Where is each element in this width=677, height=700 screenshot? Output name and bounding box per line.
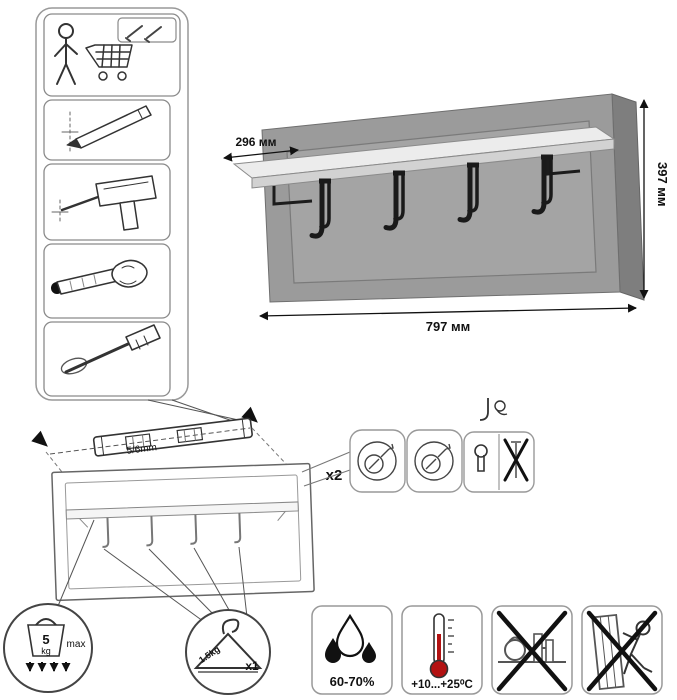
coat-hook-icon xyxy=(457,162,479,223)
mount-arrow-right-icon xyxy=(241,406,258,423)
thermometer-icon xyxy=(429,613,454,679)
hanger-hook xyxy=(221,618,240,635)
hanger-limit-icon: 1.5kg x1 xyxy=(185,609,271,695)
water-drops-icon xyxy=(325,613,376,663)
temperature-limit: +10...+25⁰C xyxy=(401,605,483,695)
product-render xyxy=(232,93,645,303)
cam-fastener-icon xyxy=(357,441,397,481)
tools-panel xyxy=(35,7,189,401)
coat-hook-icon xyxy=(531,154,553,215)
rack-front-view xyxy=(51,462,315,602)
pencil-icon xyxy=(66,105,152,149)
step-fix xyxy=(43,321,171,397)
humidity-label: 60-70% xyxy=(330,674,375,689)
hanger-count-label: x1 xyxy=(245,659,259,673)
load-arrows xyxy=(25,662,71,672)
step-drill xyxy=(43,163,171,241)
screwdriver-icon xyxy=(60,324,161,375)
weights-icon xyxy=(498,633,566,663)
step-purchase xyxy=(43,13,181,97)
cross-out-icon xyxy=(496,610,568,692)
drill-icon xyxy=(60,175,157,231)
max-weight-value: 5 xyxy=(42,632,49,647)
temperature-label: +10...+25⁰C xyxy=(411,678,473,691)
max-label: max xyxy=(67,639,86,650)
spirit-level-icon xyxy=(92,417,253,457)
rail-bracket-right xyxy=(546,156,581,176)
weight-block xyxy=(27,624,65,657)
hanger-icon xyxy=(193,632,263,669)
shelf-front xyxy=(251,138,615,189)
height-label: 397 мм xyxy=(655,162,670,207)
hardware-inset xyxy=(117,17,177,43)
hang-on-hook-icon xyxy=(479,398,508,421)
drill-size-label: 5/6mm xyxy=(126,442,158,457)
cross-out-icon xyxy=(586,610,658,692)
step-insert-dowel xyxy=(43,243,171,319)
keyhole-icon xyxy=(474,444,488,472)
width-label: 797 мм xyxy=(426,319,471,334)
no-screw-through-icon xyxy=(503,438,529,482)
shopping-cart-icon xyxy=(85,44,133,81)
person-icon xyxy=(54,23,78,85)
no-climbing xyxy=(581,605,663,695)
dimensions: 296 мм 397 мм 797 мм xyxy=(223,99,670,334)
max-weight-unit: kg xyxy=(41,646,51,656)
fastener-detail xyxy=(301,429,463,493)
humidity-limit: 60-70% xyxy=(311,605,393,695)
hanging-method xyxy=(463,398,535,493)
guide-drop-lines xyxy=(45,427,289,473)
mount-arrow-left-icon xyxy=(31,430,48,447)
rail-bracket-left xyxy=(272,186,313,206)
drill-axis-line xyxy=(49,427,251,455)
cam-fastener-icon xyxy=(414,441,454,481)
coat-hook-icon xyxy=(309,178,331,239)
shelf-outline xyxy=(65,501,299,520)
hook-pointer-lines xyxy=(57,519,248,625)
hand-icon xyxy=(111,259,148,288)
coat-hook-icon xyxy=(383,170,405,231)
step-mark xyxy=(43,99,171,161)
coat-hooks xyxy=(309,154,553,239)
width-arrow xyxy=(259,303,637,321)
no-heavy-objects xyxy=(491,605,573,695)
screws-icon xyxy=(125,25,162,43)
rack-hooks-outline xyxy=(102,512,242,548)
max-load-icon: 5 kg max xyxy=(3,603,93,693)
depth-arrow xyxy=(223,146,299,162)
depth-label: 296 мм xyxy=(235,135,276,149)
